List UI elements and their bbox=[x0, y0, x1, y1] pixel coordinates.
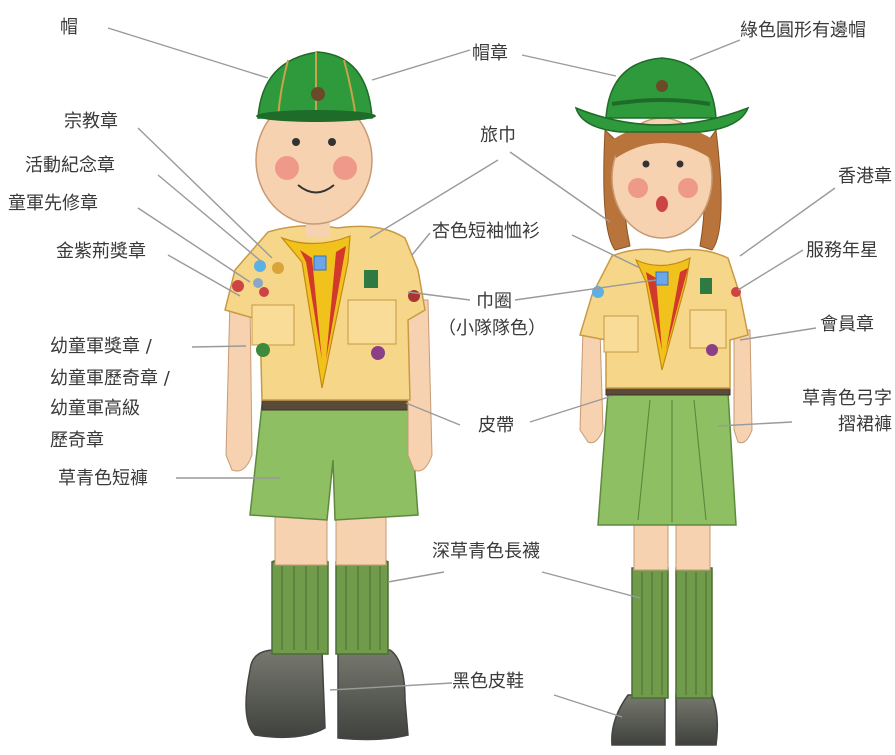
label-skort-2: 摺裙褲 bbox=[838, 414, 892, 435]
label-shirt: 杏色短袖恤衫 bbox=[432, 221, 540, 242]
boy-arms bbox=[225, 299, 433, 472]
label-religion-badge: 宗教章 bbox=[64, 111, 118, 132]
boy-socks bbox=[271, 555, 389, 655]
girl-socks bbox=[631, 567, 713, 699]
label-belt: 皮帶 bbox=[478, 415, 514, 436]
label-green-brim-hat: 綠色圓形有邊帽 bbox=[740, 20, 866, 41]
label-cub-award-2: 幼童軍歷奇章 / bbox=[50, 368, 170, 389]
label-woggle-patrol-color: （小隊隊色） bbox=[438, 318, 546, 339]
label-skort-1: 草青色弓字 bbox=[802, 388, 892, 409]
label-cap: 帽 bbox=[60, 17, 78, 38]
label-membership-badge: 會員章 bbox=[820, 314, 874, 335]
boy-figure bbox=[224, 51, 433, 741]
boy-shoes bbox=[245, 649, 409, 741]
label-woggle: 巾圈 bbox=[476, 291, 512, 312]
label-gold-award: 金紫荊獎章 bbox=[56, 241, 146, 262]
boy-cap bbox=[256, 51, 376, 122]
label-activity-badge: 活動紀念章 bbox=[25, 155, 115, 176]
label-cub-award-1: 幼童軍獎章 / bbox=[50, 336, 152, 357]
girl-skort bbox=[597, 391, 737, 526]
boy-legs bbox=[274, 514, 387, 566]
label-cub-award-4: 歷奇章 bbox=[50, 430, 104, 451]
boy-pockets bbox=[232, 260, 420, 360]
label-scarf: 旅巾 bbox=[480, 125, 516, 146]
girl-pockets bbox=[592, 278, 741, 356]
girl-hat bbox=[574, 57, 750, 133]
girl-woggle bbox=[655, 271, 669, 286]
label-service-star: 服務年星 bbox=[806, 240, 878, 261]
label-shorts: 草青色短褲 bbox=[58, 468, 148, 489]
leader-lines bbox=[107, 27, 836, 718]
girl-figure bbox=[574, 57, 753, 746]
boy-woggle bbox=[313, 255, 327, 271]
label-socks: 深草青色長襪 bbox=[432, 541, 540, 562]
label-hk-badge: 香港章 bbox=[838, 166, 892, 187]
label-cub-award-3: 幼童軍高級 bbox=[50, 398, 140, 419]
label-pioneer-badge: 童軍先修章 bbox=[8, 193, 98, 214]
girl-shoes bbox=[611, 694, 719, 746]
label-cap-badge: 帽章 bbox=[472, 43, 508, 64]
boy-shorts bbox=[249, 404, 419, 521]
label-shoes: 黑色皮鞋 bbox=[452, 671, 524, 692]
